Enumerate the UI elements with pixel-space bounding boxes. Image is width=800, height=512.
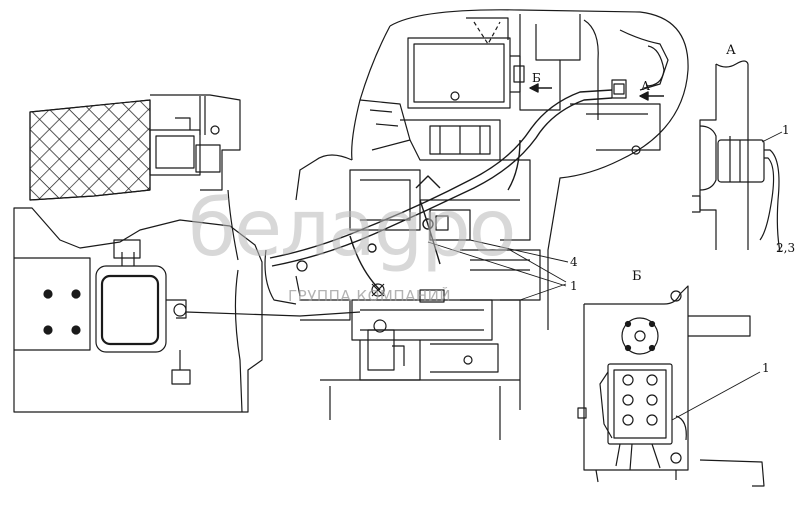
- view-a-detail: [692, 60, 783, 253]
- leader-lines: [427, 239, 761, 421]
- lamp-housing: [95, 239, 191, 385]
- fuel-pump-assembly: [264, 249, 521, 440]
- part-label-4: 4: [570, 255, 578, 269]
- radiator-grille: [29, 99, 151, 201]
- callout-arrow-b: Б: [532, 71, 541, 85]
- view-a-part-label-1: 1: [782, 123, 790, 137]
- view-b-title: Б: [632, 269, 642, 284]
- part-label-1: 1: [570, 279, 578, 293]
- callout-arrow-a: А: [641, 79, 651, 93]
- view-a-title: А: [726, 43, 736, 58]
- hood-panel: [149, 94, 241, 191]
- cab-bracket: [519, 14, 669, 155]
- view-b-part-label-1: 1: [762, 361, 770, 375]
- side-frame-plate: [13, 189, 263, 413]
- watermark-logo: белаgро: [188, 184, 516, 274]
- view-a-part-label-2-3: 2,3: [776, 241, 796, 255]
- control-unit: [407, 17, 525, 109]
- watermark-tagline: ГРУППА КОМПАНИЙ: [288, 287, 452, 305]
- tie-rod: [185, 311, 361, 317]
- view-arrows: [529, 83, 664, 101]
- wiring-harness: [269, 89, 613, 291]
- view-b-detail: [577, 285, 765, 487]
